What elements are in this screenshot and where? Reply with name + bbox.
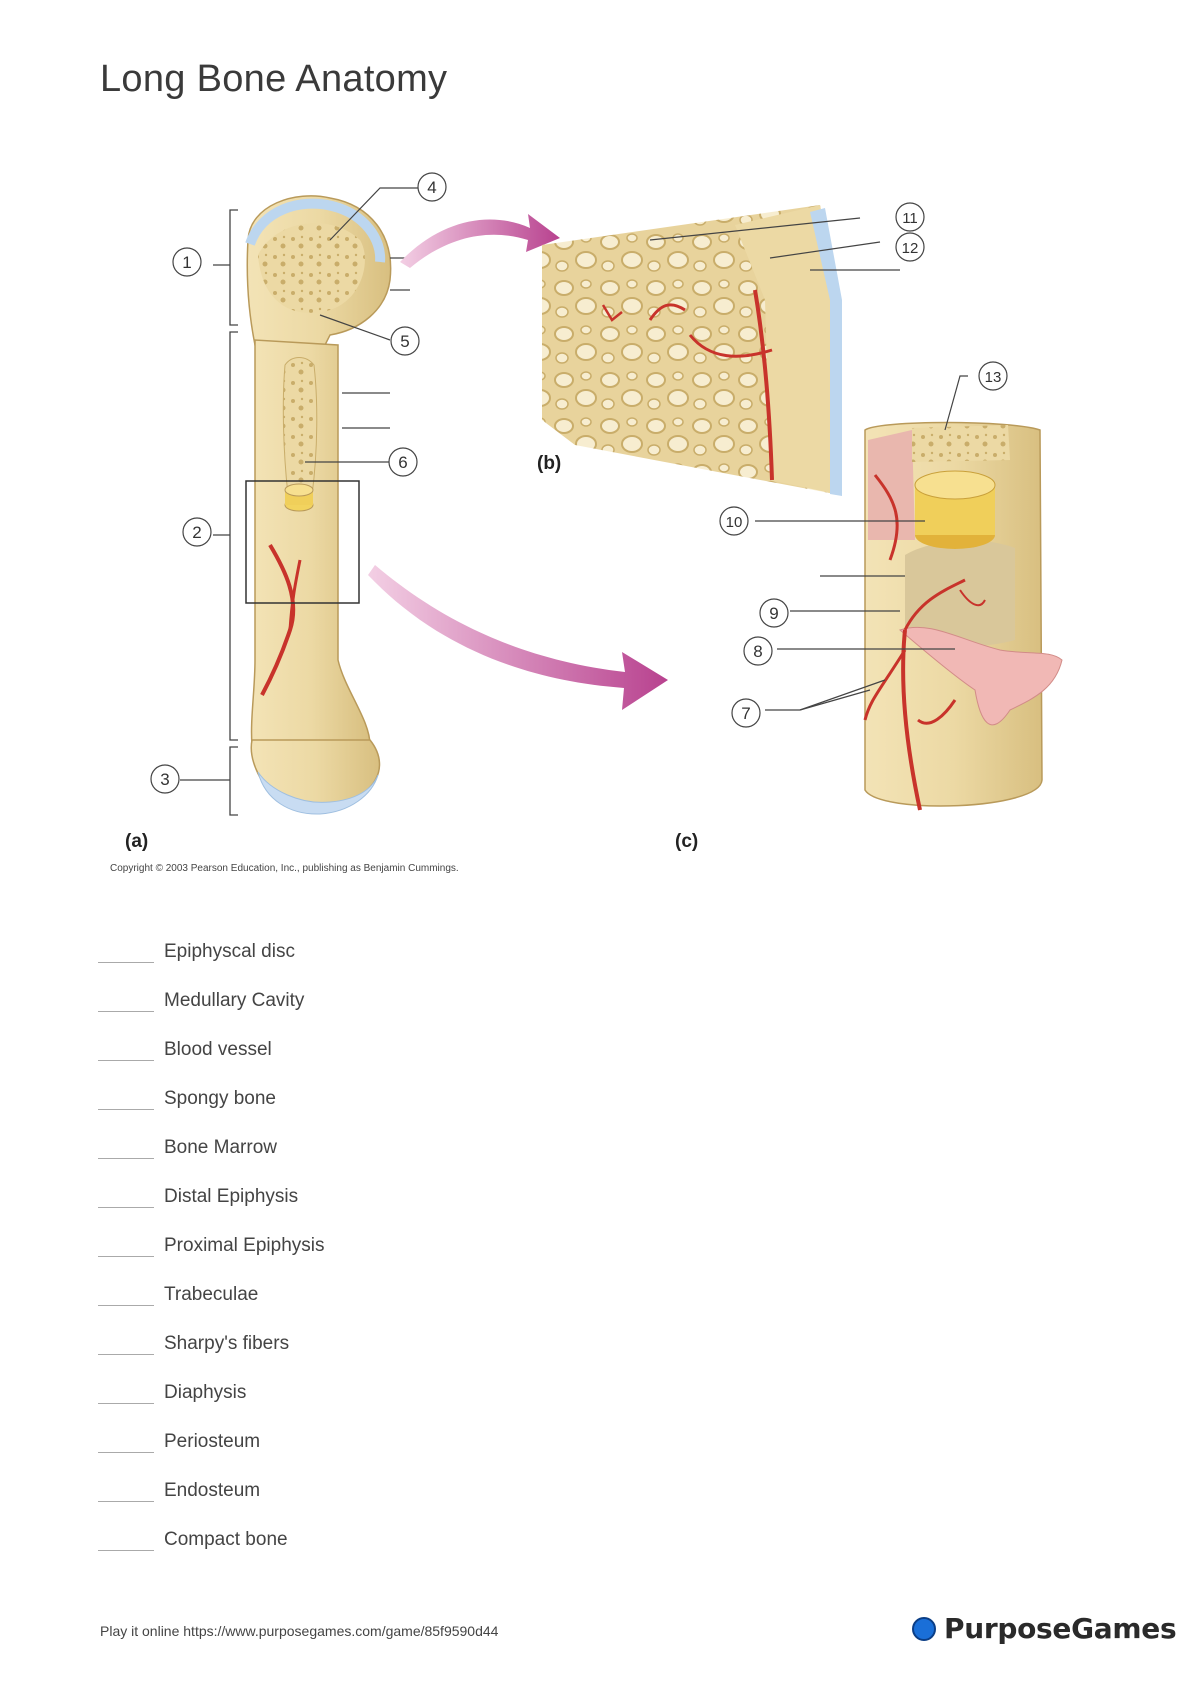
brand-name: PurposeGames	[944, 1612, 1177, 1645]
callout-13: 13	[978, 361, 1008, 391]
callout-5: 5	[390, 326, 420, 356]
answer-blank[interactable]	[98, 940, 154, 963]
svg-text:5: 5	[400, 332, 409, 351]
callout-7: 7	[731, 698, 761, 728]
answer-item: Spongy bone	[98, 1087, 325, 1136]
svg-text:4: 4	[427, 178, 436, 197]
answer-item: Distal Epiphysis	[98, 1185, 325, 1234]
answer-blank[interactable]	[98, 1185, 154, 1208]
svg-text:6: 6	[398, 453, 407, 472]
callout-1: 1	[172, 247, 202, 277]
answer-item: Medullary Cavity	[98, 989, 325, 1038]
panel-label-c: (c)	[675, 831, 698, 852]
answer-blank[interactable]	[98, 1381, 154, 1404]
play-online-link[interactable]: Play it online https://www.purposegames.…	[100, 1623, 499, 1639]
svg-text:8: 8	[753, 642, 762, 661]
answer-label: Sharpy's fibers	[164, 1333, 290, 1354]
answer-blank[interactable]	[98, 1479, 154, 1502]
answer-item: Diaphysis	[98, 1381, 325, 1430]
answer-blank[interactable]	[98, 1430, 154, 1453]
svg-text:7: 7	[741, 704, 750, 723]
answer-item: Trabeculae	[98, 1283, 325, 1332]
answer-label: Spongy bone	[164, 1088, 276, 1109]
svg-text:1: 1	[182, 253, 191, 272]
answer-label: Distal Epiphysis	[164, 1186, 299, 1207]
svg-text:9: 9	[769, 604, 778, 623]
answer-label: Compact bone	[164, 1529, 288, 1550]
answer-label: Trabeculae	[164, 1284, 259, 1305]
answer-list: Epiphyscal disc Medullary Cavity Blood v…	[98, 940, 325, 1577]
answer-blank[interactable]	[98, 1528, 154, 1551]
svg-text:12: 12	[902, 240, 919, 257]
callout-4: 4	[417, 172, 447, 202]
answer-label: Proximal Epiphysis	[164, 1235, 325, 1256]
bone-panel-a	[245, 195, 392, 815]
svg-text:3: 3	[160, 770, 169, 789]
callout-6: 6	[388, 447, 418, 477]
bone-panel-b	[542, 205, 900, 496]
answer-item: Proximal Epiphysis	[98, 1234, 325, 1283]
arrow-to-c	[368, 565, 668, 710]
answer-label: Medullary Cavity	[164, 990, 305, 1011]
answer-blank[interactable]	[98, 1234, 154, 1257]
answer-item: Endosteum	[98, 1479, 325, 1528]
answer-label: Bone Marrow	[164, 1137, 277, 1158]
arrow-to-b	[400, 214, 560, 268]
callout-9: 9	[759, 598, 789, 628]
callout-12: 12	[895, 232, 925, 262]
answer-label: Blood vessel	[164, 1039, 272, 1060]
answer-label: Periosteum	[164, 1431, 261, 1452]
answer-blank[interactable]	[98, 1332, 154, 1355]
panel-label-a: (a)	[125, 831, 148, 852]
brand-circle-icon	[912, 1616, 936, 1641]
answer-blank[interactable]	[98, 1038, 154, 1061]
answer-label: Endosteum	[164, 1480, 261, 1501]
long-bone-diagram: 1 2 3 4 5 6 7 8 9 10 11 12 13 (a) (b) (c…	[110, 172, 1063, 874]
svg-text:11: 11	[902, 210, 918, 227]
answer-blank[interactable]	[98, 989, 154, 1012]
callout-8: 8	[743, 636, 773, 666]
answer-item: Sharpy's fibers	[98, 1332, 325, 1381]
panel-label-b: (b)	[537, 453, 561, 474]
callout-10: 10	[719, 506, 749, 536]
answer-blank[interactable]	[98, 1136, 154, 1159]
answer-item: Bone Marrow	[98, 1136, 325, 1185]
answer-blank[interactable]	[98, 1087, 154, 1110]
callout-3: 3	[150, 764, 180, 794]
bone-panel-c	[755, 375, 1063, 811]
svg-text:10: 10	[726, 514, 743, 531]
answer-item: Blood vessel	[98, 1038, 325, 1087]
callout-2: 2	[182, 517, 212, 547]
svg-text:13: 13	[985, 369, 1002, 386]
answer-blank[interactable]	[98, 1283, 154, 1306]
callouts: 1 2 3 4 5 6 7 8 9 10 11 12 13	[150, 172, 1008, 794]
svg-text:2: 2	[192, 523, 201, 542]
answer-label: Epiphyscal disc	[164, 941, 295, 962]
copyright-text: Copyright © 2003 Pearson Education, Inc.…	[110, 863, 459, 874]
answer-item: Compact bone	[98, 1528, 325, 1577]
answer-label: Diaphysis	[164, 1382, 247, 1403]
callout-11: 11	[895, 202, 925, 232]
brand-logo[interactable]: PurposeGames	[912, 1612, 1177, 1645]
brackets	[180, 209, 238, 816]
answer-item: Epiphyscal disc	[98, 940, 325, 989]
leader-lines-a	[305, 187, 420, 463]
page-title: Long Bone Anatomy	[100, 58, 448, 100]
answer-item: Periosteum	[98, 1430, 325, 1479]
